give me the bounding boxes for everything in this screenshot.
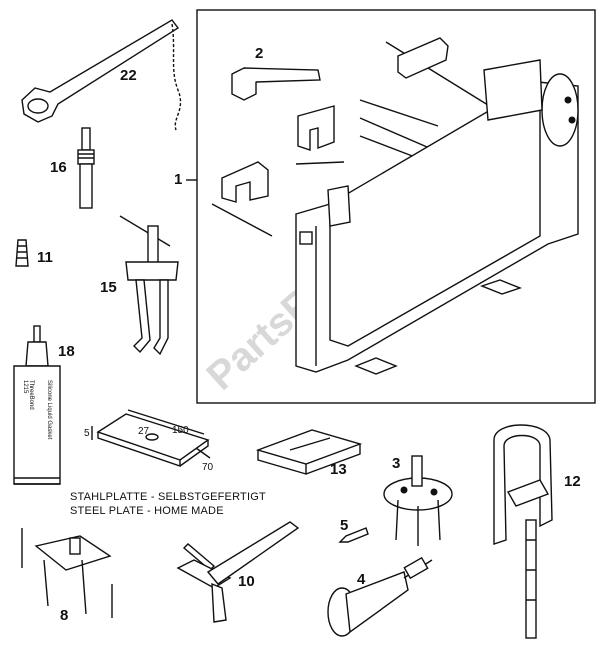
label-part-5: 5	[340, 517, 348, 534]
small-bolt-drawing	[338, 527, 369, 543]
plate-caption-en: STEEL PLATE - HOME MADE	[70, 505, 224, 517]
holder-rod-drawing	[493, 424, 553, 639]
slide-hammer-drawing	[327, 556, 433, 637]
sealant-tube-drawing: ThreeBond 1215 Silicone Liquid Gasket	[13, 325, 61, 485]
label-part-12: 12	[564, 473, 581, 490]
label-part-13: 13	[330, 461, 347, 478]
assembly-frame-box	[196, 9, 596, 404]
plate-dim-hole: 27	[138, 426, 150, 437]
three-arm-puller-drawing	[21, 528, 113, 618]
label-part-16: 16	[50, 159, 67, 176]
gear-puller-drawing	[119, 215, 179, 356]
tube-code: 1215	[22, 380, 28, 394]
label-part-18: 18	[58, 343, 75, 360]
plate-caption-de: STAHLPLATTE - SELBSTGEFERTIGT	[70, 491, 266, 503]
plate-dim-length: 150	[172, 425, 189, 436]
puller-pin-drawing	[77, 127, 95, 209]
plate-dim-width: 70	[202, 462, 214, 473]
bracket-drawing	[231, 67, 321, 101]
holder-tool-drawing	[176, 521, 300, 623]
label-part-1: 1	[174, 171, 182, 188]
tube-brand: ThreeBond	[28, 380, 34, 410]
chain-wrench-drawing	[21, 19, 182, 131]
tube-description: Silicone Liquid Gasket	[46, 380, 52, 440]
plate-dim-thickness: 5	[84, 428, 90, 439]
label-part-22: 22	[120, 67, 137, 84]
slotted-block-drawing	[255, 429, 363, 475]
label-part-11: 11	[37, 249, 53, 266]
label-part-3: 3	[392, 455, 400, 472]
label-part-15: 15	[100, 279, 117, 296]
small-screw-drawing	[15, 239, 29, 267]
label-part-2: 2	[255, 45, 263, 62]
label-part-4: 4	[357, 571, 366, 588]
label-part-10: 10	[238, 573, 255, 590]
flange-puller-drawing	[383, 455, 453, 546]
steel-plate-drawing	[91, 409, 211, 467]
engine-stand-drawing	[211, 37, 579, 375]
label-part-8: 8	[60, 607, 68, 624]
